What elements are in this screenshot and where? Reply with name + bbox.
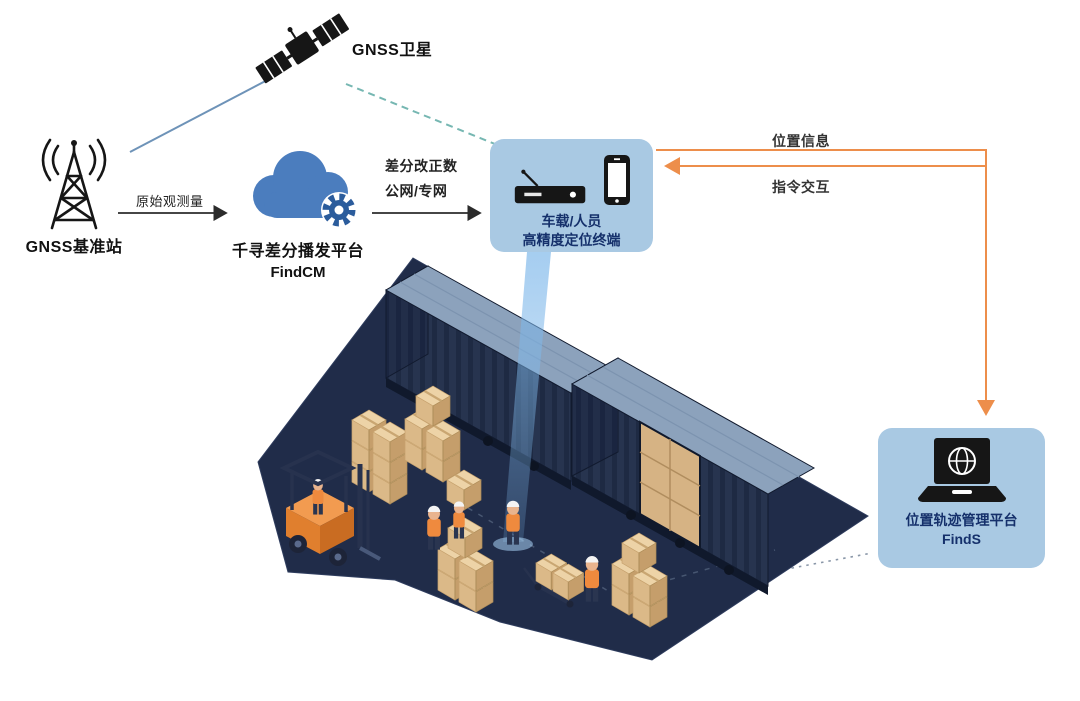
base-station-label: GNSS基准站 xyxy=(25,239,123,256)
link-terminal-to-platform xyxy=(656,149,995,416)
laptop-globe-icon xyxy=(917,438,1006,502)
satellite-label: GNSS卫星 xyxy=(352,42,433,59)
container-open-door xyxy=(639,420,701,550)
link-satellite-terminal xyxy=(345,83,501,147)
terminal-panel: 车载/人员 高精度定位终端 xyxy=(490,139,653,252)
satellite-icon xyxy=(255,13,349,84)
beam-glow xyxy=(493,537,533,551)
terminal-label-line1: 车载/人员 xyxy=(541,213,602,229)
raw-observation-label: 原始观测量 xyxy=(136,194,204,209)
forklift xyxy=(279,449,381,566)
command-label: 指令交互 xyxy=(772,179,830,195)
gnss-receiver-icon xyxy=(514,169,585,204)
cloud-product-label: FindCM xyxy=(270,264,326,281)
positioning-beam xyxy=(503,252,551,542)
platform-product-label: FindS xyxy=(942,530,981,547)
cloud-gear-icon xyxy=(253,151,357,228)
position-info-label: 位置信息 xyxy=(772,133,830,149)
platform-label: 位置轨迹管理平台 xyxy=(905,512,1018,528)
pallet-jack xyxy=(523,553,585,608)
container-2 xyxy=(570,357,816,595)
cloud-platform-label: 千寻差分播发平台 xyxy=(231,243,364,260)
smartphone-icon xyxy=(603,155,630,205)
management-panel: 位置轨迹管理平台 FindS xyxy=(878,428,1045,568)
network-label: 公网/专网 xyxy=(385,183,448,199)
correction-label: 差分改正数 xyxy=(385,158,458,174)
terminal-label-line2: 高精度定位终端 xyxy=(522,231,621,248)
radio-tower-icon xyxy=(41,138,107,230)
warehouse-scene xyxy=(257,252,869,661)
link-scene-platform xyxy=(621,552,873,601)
link-satellite-station xyxy=(129,75,276,153)
